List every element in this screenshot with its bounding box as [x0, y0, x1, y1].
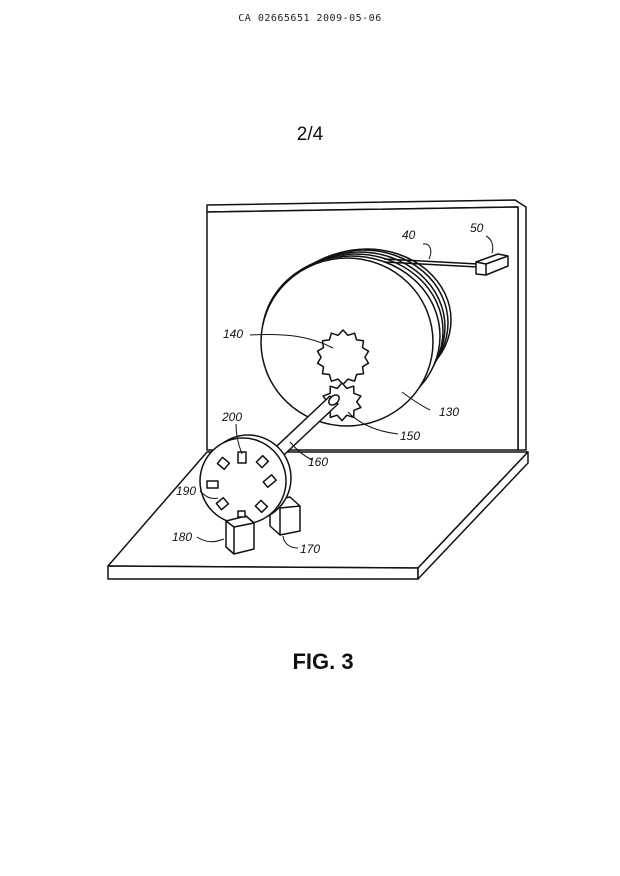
- ref-label-180: 180: [172, 530, 192, 544]
- ref-label-200: 200: [221, 410, 242, 424]
- ref-label-160: 160: [308, 455, 328, 469]
- ref-label-50: 50: [470, 221, 484, 235]
- base-plate: [108, 452, 528, 579]
- ref-label-40: 40: [402, 228, 416, 242]
- encoder-slot: [207, 481, 218, 488]
- ref-label-140: 140: [223, 327, 243, 341]
- ref-label-170: 170: [300, 542, 320, 556]
- ref-label-190: 190: [176, 484, 196, 498]
- ref-label-130: 130: [439, 405, 459, 419]
- ref-label-150: 150: [400, 429, 420, 443]
- figure-caption: FIG. 3: [0, 649, 620, 675]
